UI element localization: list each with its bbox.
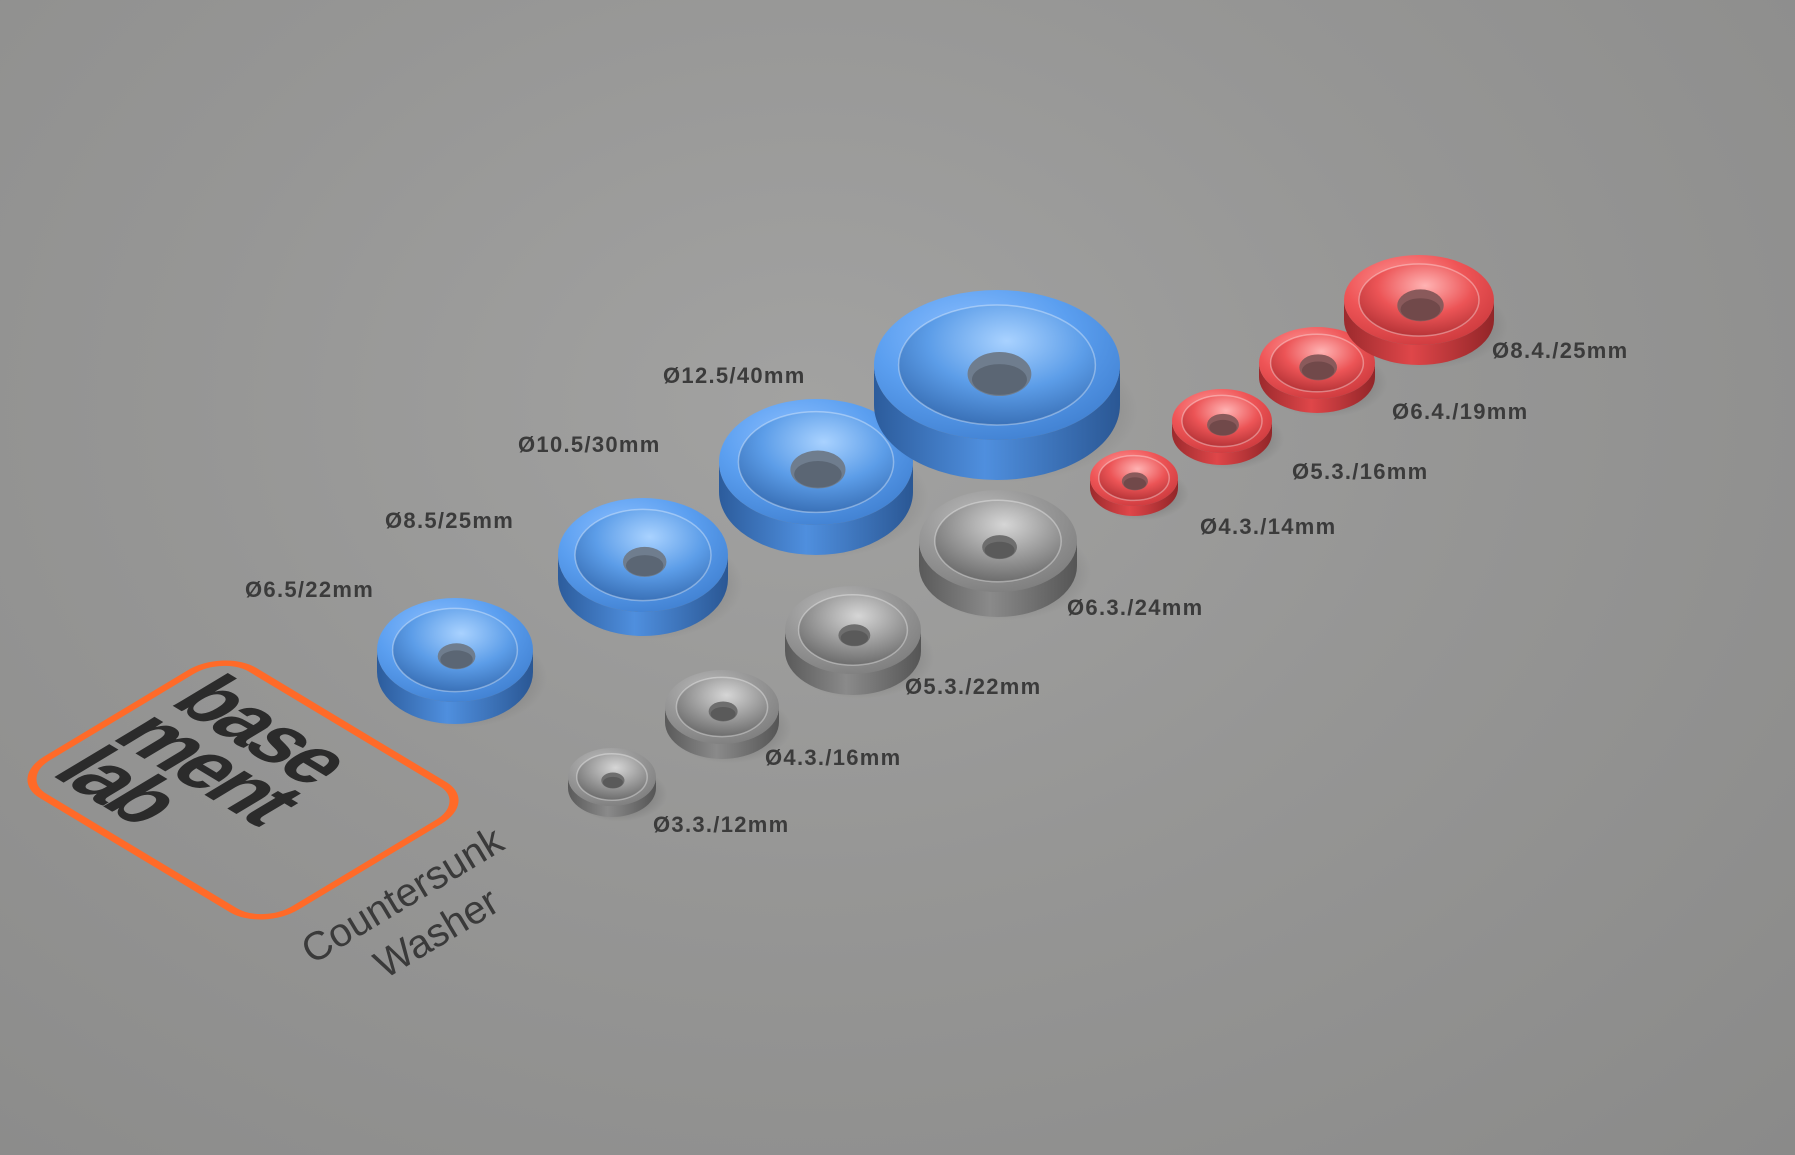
washer-hole-depth xyxy=(971,364,1027,395)
red-size-label-1: Ø4.3./14mm xyxy=(1200,514,1337,539)
blue-size-label-2: Ø8.5/25mm xyxy=(385,508,514,533)
gray-washer-4 xyxy=(919,490,1092,621)
washer-bevel xyxy=(934,499,1062,583)
washer-side xyxy=(1344,300,1494,365)
washer-bevel xyxy=(576,753,648,801)
washer-side xyxy=(377,650,533,724)
gray-size-label-2: Ø4.3./16mm xyxy=(765,745,902,770)
blue-size-label-3: Ø10.5/30mm xyxy=(518,432,661,457)
washer-hole xyxy=(790,450,846,489)
washer-hole xyxy=(622,546,667,577)
washer-side xyxy=(1172,421,1272,465)
red-size-label-2: Ø5.3./16mm xyxy=(1292,459,1429,484)
blue-washer-2 xyxy=(558,498,743,640)
washer-hole xyxy=(1121,472,1148,491)
washer-hole xyxy=(601,772,625,789)
washer-bevel xyxy=(1181,394,1263,448)
gray-size-label-1: Ø3.3./12mm xyxy=(653,812,790,837)
washer-hole-depth xyxy=(1400,298,1441,321)
red-washer-1 xyxy=(1090,450,1190,521)
washer-bevel xyxy=(1358,263,1480,337)
red-washer-4 xyxy=(1344,255,1508,369)
washer-side xyxy=(558,555,728,636)
washer-side xyxy=(874,365,1120,480)
washer-hole xyxy=(1397,289,1444,322)
washer-hole-depth xyxy=(440,650,473,669)
washer-hole-depth xyxy=(1301,361,1335,380)
logo-border xyxy=(27,660,459,920)
washer-bevel xyxy=(1269,333,1365,393)
washer-group xyxy=(377,255,1508,822)
washer-bevel xyxy=(574,508,712,602)
washer-side xyxy=(1090,478,1178,516)
washer-side xyxy=(568,777,656,817)
washer-bevel xyxy=(897,304,1097,426)
washer-hole xyxy=(967,352,1032,396)
washer-bevel xyxy=(737,410,895,514)
washer-hole xyxy=(437,643,476,670)
washer-hole-depth xyxy=(625,555,664,577)
product-caption: Countersunk Washer xyxy=(294,818,512,988)
washer-hole-depth xyxy=(794,461,842,488)
washer-hole xyxy=(838,624,871,647)
washer-bevel xyxy=(675,676,769,738)
label-group: Ø6.5/22mm Ø8.5/25mm Ø10.5/30mm Ø12.5/40mmØ3… xyxy=(245,338,1629,837)
washer-bevel xyxy=(1098,454,1170,502)
gray-size-label-4: Ø6.3./24mm xyxy=(1067,595,1204,620)
washer-hole-depth xyxy=(984,541,1015,559)
gray-washer-2 xyxy=(665,670,792,764)
blue-washer-3 xyxy=(719,399,929,558)
washer-hole xyxy=(1207,413,1239,436)
blue-washer-1 xyxy=(377,598,548,728)
washer-hole-depth xyxy=(840,630,869,646)
washer-hole-depth xyxy=(602,776,623,789)
washer-side xyxy=(719,462,913,555)
red-washer-3 xyxy=(1259,327,1388,418)
washer-bevel xyxy=(797,594,909,666)
washer-hole xyxy=(1299,354,1338,381)
red-size-label-3: Ø6.4./19mm xyxy=(1392,399,1529,424)
red-washer-2 xyxy=(1172,389,1284,470)
washer-hole-depth xyxy=(710,706,736,721)
gray-size-label-3: Ø5.3./22mm xyxy=(905,674,1042,699)
washer-side xyxy=(785,630,921,695)
washer-side xyxy=(665,707,779,759)
washer-side xyxy=(1259,363,1375,413)
washer-side xyxy=(919,541,1077,617)
washer-bevel xyxy=(391,607,519,693)
washer-hole xyxy=(982,535,1017,560)
red-size-label-4: Ø8.4./25mm xyxy=(1492,338,1629,363)
washer-hole xyxy=(708,701,738,722)
washer-hole-depth xyxy=(1123,477,1147,490)
blue-size-label-4: Ø12.5/40mm xyxy=(663,363,806,388)
blue-size-label-1: Ø6.5/22mm xyxy=(245,577,374,602)
blue-washer-4 xyxy=(872,290,1138,483)
gray-washer-3 xyxy=(785,586,935,699)
gray-washer-1 xyxy=(568,748,668,822)
washer-hole-depth xyxy=(1209,419,1237,436)
